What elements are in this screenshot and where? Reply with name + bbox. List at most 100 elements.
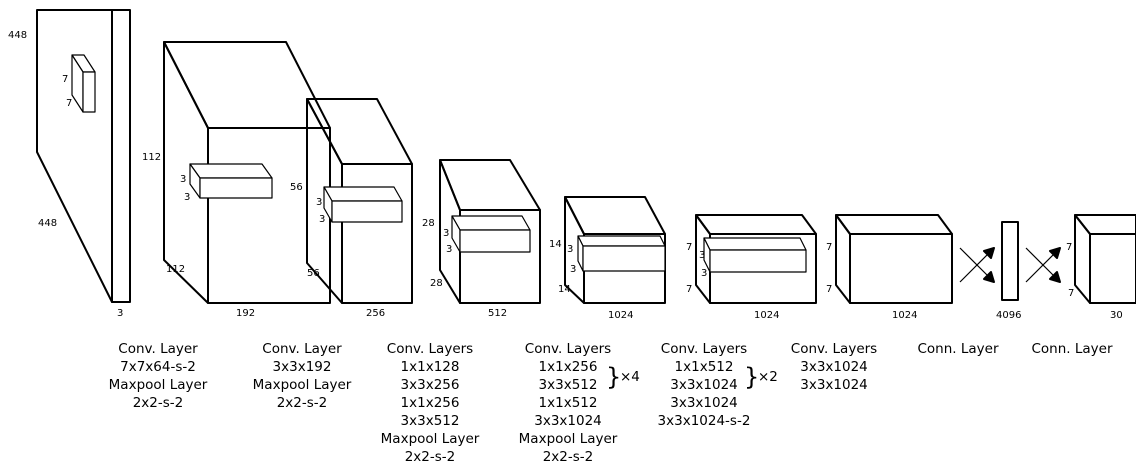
conv4-kernel-front [582, 245, 666, 272]
conv2-depth-label: 256 [366, 308, 385, 319]
fc1-connection-arrows [959, 247, 995, 283]
caption-conv2-line-1: Conv. Layer [262, 341, 342, 357]
fc2-size-top-label: 7 [1066, 242, 1072, 253]
conv3-depth-label: 512 [488, 308, 507, 319]
input-block: 448 448 7 7 3 [8, 9, 131, 319]
repeat-brace-conv4: } ×4 [606, 363, 640, 391]
repeat-count-conv4: ×4 [620, 369, 640, 385]
conv2-size-bottom-label: 56 [307, 268, 320, 279]
conv3-size-top-label: 28 [422, 218, 435, 229]
conv4-kernel-label-1: 3 [567, 244, 573, 255]
conv5-size-top-label: 7 [686, 242, 692, 253]
caption-conv5-line-1: Conv. Layers [661, 341, 747, 357]
caption-conv3-line-3: 3x3x256 [401, 377, 460, 393]
conv1-kernel-front [199, 177, 273, 199]
conv4-size-bottom-label: 14 [558, 284, 571, 295]
conv2-front-face [341, 163, 413, 304]
conv4-block: 14 14 3 3 1024 [549, 196, 666, 321]
input-kernel-front [82, 71, 96, 113]
caption-conv3-line-5: 3x3x512 [401, 413, 460, 429]
caption-conv6-line-1: Conv. Layers [791, 341, 877, 357]
conv2-block: 56 56 3 3 256 [290, 98, 413, 319]
caption-conv6-line-3: 3x3x1024 [800, 377, 868, 393]
fc2-side-face [1074, 214, 1091, 304]
caption-conv2-line-4: 2x2-s-2 [277, 395, 328, 411]
conv4-kernel-top [577, 235, 666, 247]
caption-conv6-line-2: 3x3x1024 [800, 359, 868, 375]
conv4-top-face [564, 196, 666, 235]
brace-icon: } [606, 363, 621, 391]
fc1-depth-label: 4096 [996, 310, 1021, 321]
caption-fc1-line-1: Conn. Layer [917, 341, 998, 357]
conv2-kernel-front [331, 200, 403, 223]
caption-conv1-line-1: Conv. Layer [118, 341, 198, 357]
conv1-kernel-label-1: 3 [180, 174, 186, 185]
conv6-block: 7 7 1024 [826, 214, 953, 321]
conv3-kernel-top [451, 215, 531, 231]
caption-conv2-line-2: 3x3x192 [273, 359, 332, 375]
arrowhead-up-icon [983, 247, 995, 259]
conv5-kernel-label-1: 3 [699, 250, 705, 261]
caption-conv4-line-6: Maxpool Layer [519, 431, 618, 447]
caption-conv3-line-6: Maxpool Layer [381, 431, 480, 447]
conv3-kernel-front [459, 229, 531, 253]
conv2-kernel-label-2: 3 [319, 214, 325, 225]
conv2-size-top-label: 56 [290, 182, 303, 193]
caption-conv4-line-1: Conv. Layers [525, 341, 611, 357]
fc1-block: 4096 [996, 221, 1021, 321]
caption-conv5-line-4: 3x3x1024 [670, 395, 738, 411]
fc1-vector [1001, 221, 1019, 301]
conv1-size-bottom-label: 112 [166, 264, 185, 275]
conv6-side-face [835, 214, 851, 304]
conv3-size-bottom-label: 28 [430, 278, 443, 289]
caption-conv5-line-3: 3x3x1024 [670, 377, 738, 393]
conv6-size-top-label: 7 [826, 242, 832, 253]
input-side-face [36, 9, 113, 303]
caption-conv4-line-4: 1x1x512 [539, 395, 598, 411]
conv1-block: 112 112 3 3 192 [142, 41, 331, 319]
fc2-block: 7 7 30 [1066, 214, 1136, 321]
input-kernel-label-1: 7 [62, 74, 68, 85]
conv4-size-top-label: 14 [549, 239, 562, 250]
conv5-kernel-front [709, 249, 807, 273]
conv3-top-face [439, 159, 541, 211]
conv4-kernel-label-2: 3 [570, 264, 576, 275]
fc2-top-face [1074, 214, 1136, 235]
conv5-kernel-top [703, 237, 807, 251]
caption-conv3-line-1: Conv. Layers [387, 341, 473, 357]
conv3-kernel-label-1: 3 [443, 228, 449, 239]
caption-conv4-line-5: 3x3x1024 [534, 413, 602, 429]
conv5-size-bottom-label: 7 [686, 284, 692, 295]
repeat-brace-conv5: } ×2 [744, 363, 778, 391]
caption-conv4-line-3: 3x3x512 [539, 377, 598, 393]
arrowhead-up-icon-2 [1049, 247, 1061, 259]
caption-conv2-line-3: Maxpool Layer [253, 377, 352, 393]
caption-conv1-line-3: Maxpool Layer [109, 377, 208, 393]
input-size-top-label: 448 [8, 30, 27, 41]
conv6-size-bottom-label: 7 [826, 284, 832, 295]
fc2-front-face [1089, 233, 1136, 304]
arrowhead-down-icon-2 [1049, 271, 1061, 283]
caption-conv4-line-2: 1x1x256 [539, 359, 598, 375]
conv6-front-face [849, 233, 953, 304]
conv1-kernel-label-2: 3 [184, 192, 190, 203]
captions: Conv. Layer 7x7x64-s-2 Maxpool Layer 2x2… [109, 341, 1113, 465]
conv6-depth-label: 1024 [892, 310, 917, 321]
conv3-kernel-label-2: 3 [446, 244, 452, 255]
caption-conv4-line-7: 2x2-s-2 [543, 449, 594, 465]
brace-icon-2: } [744, 363, 759, 391]
conv5-kernel-label-2: 3 [701, 268, 707, 279]
conv2-kernel-label-1: 3 [316, 197, 322, 208]
caption-conv5-line-5: 3x3x1024-s-2 [658, 413, 751, 429]
caption-conv3-line-2: 1x1x128 [401, 359, 460, 375]
conv5-block: 7 7 3 3 1024 [686, 214, 817, 321]
caption-fc2-line-1: Conn. Layer [1031, 341, 1112, 357]
conv1-top-face [163, 41, 331, 129]
conv4-depth-label: 1024 [608, 310, 633, 321]
caption-conv3-line-7: 2x2-s-2 [405, 449, 456, 465]
fc2-size-bottom-label: 7 [1068, 288, 1074, 299]
conv3-block: 28 28 3 3 512 [422, 159, 541, 319]
arrowhead-down-icon [983, 271, 995, 283]
conv1-kernel-top [189, 163, 273, 179]
caption-conv5-line-2: 1x1x512 [675, 359, 734, 375]
